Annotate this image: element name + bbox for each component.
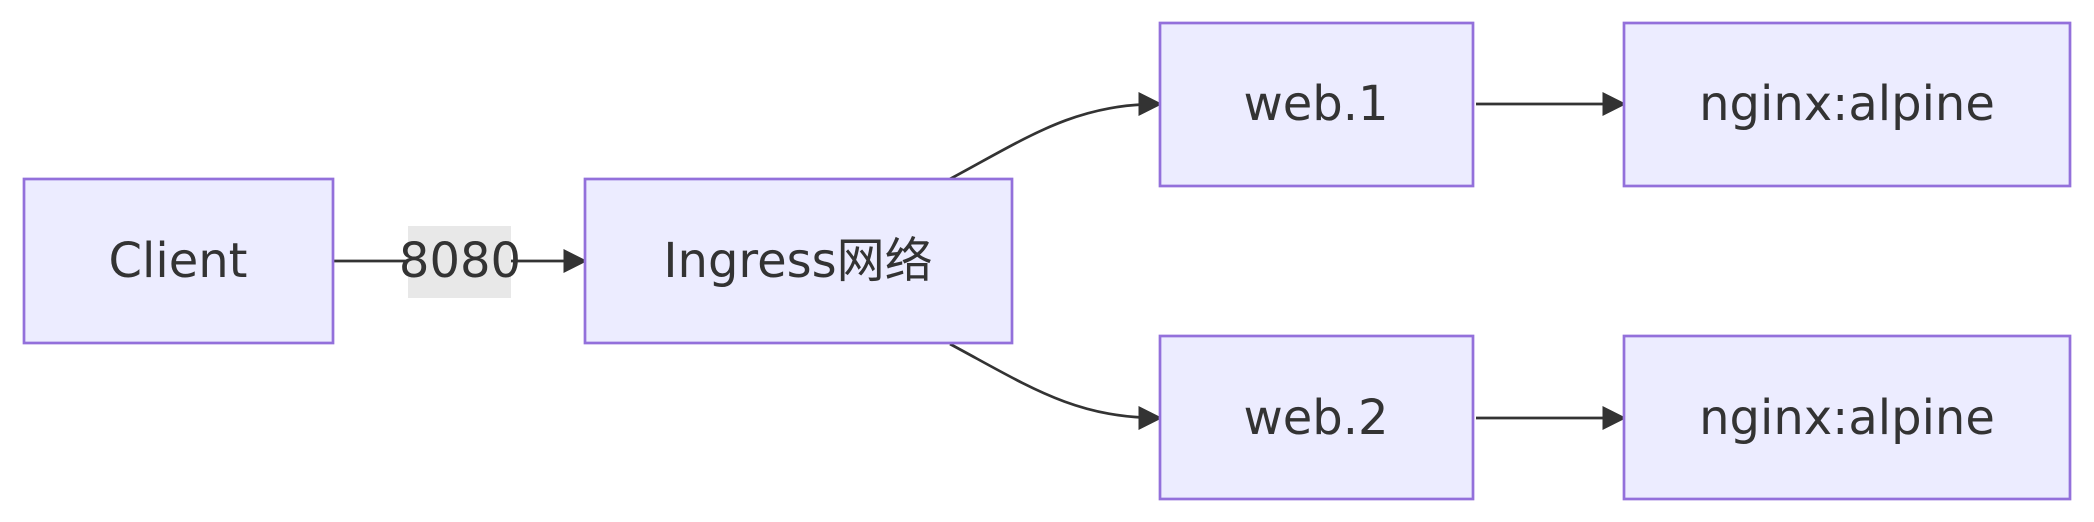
node-ingress: Ingress网络 <box>583 177 1014 345</box>
edge-ingress-to-web1 <box>949 92 1163 181</box>
node-nginx2-label: nginx:alpine <box>1699 390 1995 446</box>
edge-label-text: 8080 <box>399 233 521 289</box>
node-nginx2: nginx:alpine <box>1622 334 2072 501</box>
node-web2: web.2 <box>1158 334 1475 501</box>
node-nginx1: nginx:alpine <box>1622 21 2072 188</box>
node-web1-box <box>1158 21 1475 188</box>
edge-ingress-to-web2 <box>949 342 1163 430</box>
node-web1: web.1 <box>1158 21 1475 188</box>
edge-label-background <box>408 226 511 298</box>
node-client-box <box>22 177 335 345</box>
edge-label-client-ingress: 8080 <box>399 226 521 298</box>
node-ingress-box <box>583 177 1014 345</box>
node-nginx1-box <box>1622 21 2072 188</box>
node-nginx2-box <box>1622 334 2072 501</box>
node-client: Client <box>22 177 335 345</box>
node-web1-label: web.1 <box>1243 76 1388 132</box>
node-web2-label: web.2 <box>1243 390 1388 446</box>
node-nginx1-label: nginx:alpine <box>1699 76 1995 132</box>
node-ingress-label: Ingress网络 <box>663 233 932 289</box>
node-web2-box <box>1158 334 1475 501</box>
node-client-label: Client <box>109 233 248 289</box>
